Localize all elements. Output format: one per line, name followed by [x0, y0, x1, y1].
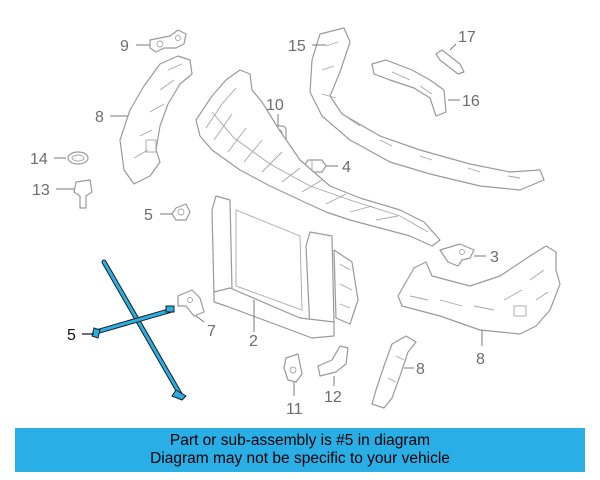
- part-5-brace-highlighted: [91, 259, 187, 401]
- part-8-right-bracket: [397, 245, 561, 335]
- part-8-left-bracket: [119, 55, 193, 185]
- callout-5: 5: [67, 327, 76, 344]
- part-17-clip: [435, 49, 465, 75]
- callout-14: 14: [30, 151, 48, 168]
- callout-13: 13: [32, 182, 50, 199]
- part-11-clip: [283, 353, 303, 383]
- callout-11: 11: [286, 401, 303, 418]
- part-6-bracket: [177, 289, 205, 317]
- callout-2: 3: [490, 249, 499, 266]
- callout-7: 8: [416, 361, 425, 378]
- callout-12: 12: [324, 389, 342, 406]
- banner-line-2: Diagram may not be specific to your vehi…: [150, 450, 450, 467]
- callout-8-right: 8: [476, 351, 485, 368]
- part-9-bracket: [149, 29, 187, 53]
- callout-16: 16: [462, 93, 480, 110]
- leader-6: [195, 315, 205, 323]
- callout-6: 7: [207, 323, 216, 340]
- part-15-upper-beam: [309, 27, 545, 191]
- callout-15: 15: [288, 38, 306, 55]
- part-14-grommet: [67, 151, 89, 165]
- part-7-duct: [371, 335, 417, 409]
- callout-4: 5: [144, 207, 153, 224]
- callout-10: 10: [266, 97, 284, 114]
- info-banner: Part or sub-assembly is #5 in diagram Di…: [15, 428, 585, 472]
- part-16-bracket: [371, 59, 447, 117]
- part-4-nut: [171, 203, 191, 221]
- callout-17: 17: [458, 29, 476, 46]
- part-12-hose: [317, 345, 349, 377]
- callout-8-left: 8: [95, 109, 104, 126]
- callout-9: 9: [120, 38, 129, 55]
- part-1-radiator-support: [195, 69, 441, 339]
- banner-line-1: Part or sub-assembly is #5 in diagram: [169, 432, 431, 449]
- callout-3: 4: [342, 159, 351, 176]
- part-2-bracket: [439, 243, 475, 267]
- callout-1: 2: [249, 333, 258, 350]
- leader-17: [449, 43, 457, 51]
- part-13-clip: [73, 179, 93, 209]
